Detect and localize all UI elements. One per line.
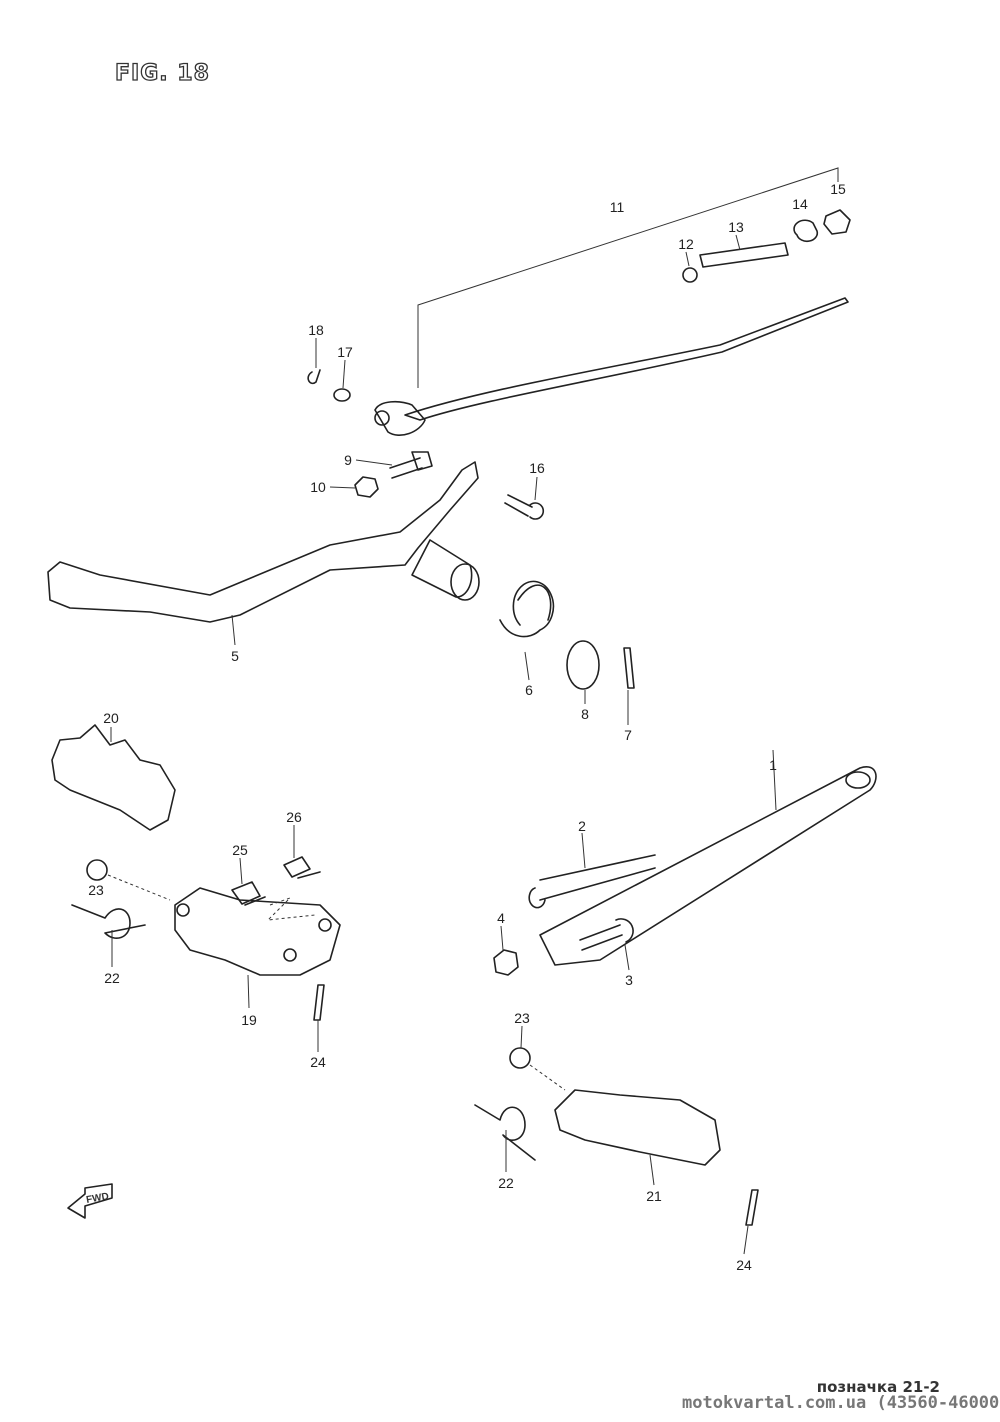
callout-numbers: 11 12 13 14 15 18 17 9 10 16 5 6 8 7 20 … — [88, 181, 846, 1273]
figure-title: FIG. 18 — [115, 61, 210, 86]
callout-22a: 22 — [104, 970, 120, 986]
spring-6 — [499, 580, 555, 638]
side-stand-1 — [539, 766, 877, 966]
callout-13: 13 — [728, 219, 744, 235]
spring-22b — [474, 1104, 536, 1161]
brake-pedal-5 — [47, 461, 480, 623]
callout-1: 1 — [769, 757, 777, 773]
brake-rod-11 — [374, 167, 851, 436]
fwd-label: FWD — [85, 1191, 109, 1206]
callout-2: 2 — [578, 818, 586, 834]
source-watermark: motokvartal.com.ua (43560-46000-019 — [682, 1393, 1000, 1413]
callout-14: 14 — [792, 196, 808, 212]
callout-23a: 23 — [88, 882, 104, 898]
callout-12: 12 — [678, 236, 694, 252]
callout-21: 21 — [646, 1188, 662, 1204]
nut-4 — [493, 949, 519, 976]
callout-16: 16 — [529, 460, 545, 476]
callout-24b: 24 — [736, 1257, 752, 1273]
caption: позначка 21-2 — [816, 1378, 940, 1396]
callout-26: 26 — [286, 809, 302, 825]
footrest-bracket-19 — [174, 887, 341, 976]
callout-9: 9 — [344, 452, 352, 468]
callout-15: 15 — [830, 181, 846, 197]
bolt-25 — [231, 881, 266, 906]
cotter-pin-7 — [623, 647, 635, 689]
callout-4: 4 — [497, 910, 505, 926]
pin-23a — [86, 859, 108, 881]
callout-5: 5 — [231, 648, 239, 664]
bolt-9 — [389, 451, 433, 479]
bolt-26 — [283, 856, 321, 879]
callout-6: 6 — [525, 682, 533, 698]
spring-2 — [528, 854, 656, 909]
leader-lines — [110, 234, 777, 1255]
nut-10 — [354, 476, 379, 498]
callout-10: 10 — [310, 479, 326, 495]
callout-22b: 22 — [498, 1175, 514, 1191]
pin-16 — [504, 494, 545, 520]
callout-17: 17 — [337, 344, 353, 360]
bolt-3 — [579, 918, 634, 951]
callout-11: 11 — [610, 199, 625, 215]
callout-23b: 23 — [514, 1010, 530, 1026]
fwd-arrow-icon: FWD — [67, 1183, 113, 1219]
callout-24a: 24 — [310, 1054, 326, 1070]
footrest-20 — [51, 724, 176, 831]
cotter-pin-18 — [307, 369, 321, 385]
washer-8 — [566, 640, 600, 690]
callout-25: 25 — [232, 842, 248, 858]
callout-3: 3 — [625, 972, 633, 988]
callout-20: 20 — [103, 710, 119, 726]
washer-17 — [333, 388, 351, 402]
footrest-21 — [554, 1089, 721, 1166]
callout-18: 18 — [308, 322, 324, 338]
cotter-pin-24b — [745, 1189, 759, 1226]
spring-22a — [71, 904, 146, 939]
pin-23b — [509, 1047, 531, 1069]
callout-7: 7 — [624, 727, 632, 743]
callout-8: 8 — [581, 706, 589, 722]
cotter-pin-24a — [313, 984, 325, 1021]
callout-19: 19 — [241, 1012, 257, 1028]
